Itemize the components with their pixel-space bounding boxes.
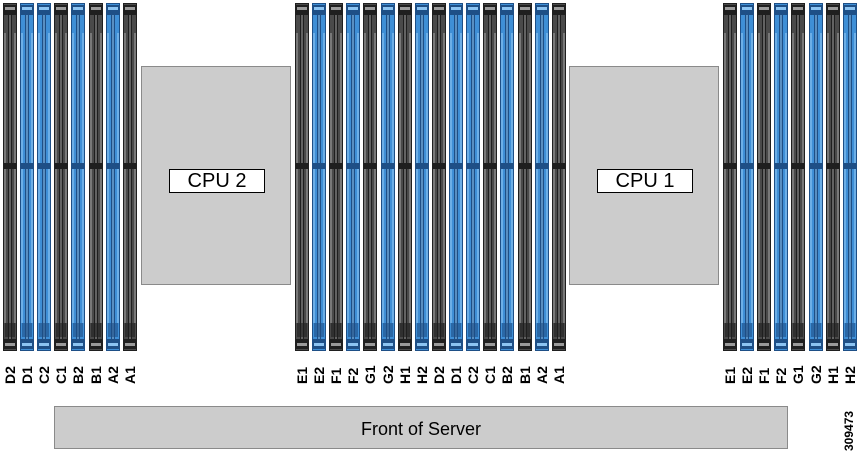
cpu1-dimm-label-a1: A1 [551, 366, 567, 384]
cpu2-dimm-label-a2: A2 [105, 366, 121, 384]
cpu1-dimm-label-c1: C1 [482, 366, 498, 384]
cpu1-label: CPU 1 [597, 169, 693, 193]
cpu2-dimm-label-d1: D1 [19, 366, 35, 384]
cpu1-dimm-slot-c1 [483, 3, 497, 351]
cpu2-dimm-slot-a2 [106, 3, 120, 351]
cpu1-dimm-slot-h2 [843, 3, 857, 351]
cpu2-dimm-slot-d1 [20, 3, 34, 351]
cpu1-dimm-slot-a1 [552, 3, 566, 351]
cpu2-label: CPU 2 [169, 169, 265, 193]
cpu1-dimm-slot-d1 [449, 3, 463, 351]
cpu2-dimm-label-h1: H1 [397, 366, 413, 384]
cpu1-dimm-slot-e1 [723, 3, 737, 351]
cpu1-dimm-label-e2: E2 [739, 366, 755, 384]
cpu2-dimm-label-f2: F2 [345, 367, 361, 384]
cpu1-dimm-slot-a2 [535, 3, 549, 351]
cpu2-dimm-slot-e2 [312, 3, 326, 351]
cpu1-dimm-label-a2: A2 [534, 366, 550, 384]
cpu1-dimm-slot-g2 [809, 3, 823, 351]
figure-number: 309473 [842, 410, 856, 451]
cpu2-dimm-slot-c1 [54, 3, 68, 351]
cpu1-dimm-slot-g1 [791, 3, 805, 351]
cpu2-dimm-label-c1: C1 [53, 366, 69, 384]
cpu1-dimm-slot-e2 [740, 3, 754, 351]
cpu1-dimm-label-h2: H2 [842, 366, 858, 384]
cpu2-dimm-slot-f2 [346, 3, 360, 351]
cpu1-dimm-label-d2: D2 [431, 366, 447, 384]
cpu1-dimm-label-g1: G1 [790, 365, 806, 384]
front-of-server-bar: Front of Server [54, 406, 788, 449]
cpu1-socket: CPU 1 [569, 66, 719, 285]
cpu1-dimm-slot-b2 [500, 3, 514, 351]
cpu2-socket: CPU 2 [141, 66, 291, 285]
cpu2-dimm-slot-h1 [398, 3, 412, 351]
cpu1-dimm-slot-b1 [518, 3, 532, 351]
cpu2-dimm-slot-h2 [415, 3, 429, 351]
cpu2-dimm-slot-e1 [295, 3, 309, 351]
cpu2-dimm-label-a1: A1 [122, 366, 138, 384]
cpu1-dimm-slot-d2 [432, 3, 446, 351]
cpu1-dimm-slot-c2 [466, 3, 480, 351]
cpu2-dimm-label-g2: G2 [380, 365, 396, 384]
cpu2-dimm-slot-g2 [381, 3, 395, 351]
cpu1-dimm-label-b2: B2 [499, 366, 515, 384]
cpu1-dimm-label-g2: G2 [808, 365, 824, 384]
cpu1-dimm-slot-h1 [826, 3, 840, 351]
cpu2-dimm-slot-c2 [37, 3, 51, 351]
cpu2-dimm-label-g1: G1 [362, 365, 378, 384]
cpu2-dimm-slot-a1 [123, 3, 137, 351]
cpu2-dimm-label-b2: B2 [70, 366, 86, 384]
cpu2-dimm-slot-b2 [71, 3, 85, 351]
cpu2-dimm-label-c2: C2 [36, 366, 52, 384]
cpu1-dimm-label-e1: E1 [722, 366, 738, 384]
cpu2-dimm-label-b1: B1 [88, 366, 104, 384]
cpu2-dimm-label-d2: D2 [2, 366, 18, 384]
cpu1-dimm-label-c2: C2 [465, 366, 481, 384]
cpu2-dimm-label-f1: F1 [328, 367, 344, 384]
cpu1-dimm-label-d1: D1 [448, 366, 464, 384]
cpu1-dimm-label-h1: H1 [825, 366, 841, 384]
cpu2-dimm-label-h2: H2 [414, 366, 430, 384]
front-of-server-label: Front of Server [360, 419, 482, 439]
cpu2-dimm-slot-b1 [89, 3, 103, 351]
cpu1-dimm-label-f1: F1 [756, 367, 772, 384]
cpu2-dimm-slot-g1 [363, 3, 377, 351]
cpu2-dimm-slot-d2 [3, 3, 17, 351]
cpu2-dimm-slot-f1 [329, 3, 343, 351]
cpu1-dimm-slot-f1 [757, 3, 771, 351]
cpu1-dimm-label-f2: F2 [773, 367, 789, 384]
cpu2-dimm-label-e1: E1 [294, 366, 310, 384]
cpu1-dimm-slot-f2 [774, 3, 788, 351]
cpu2-dimm-label-e2: E2 [311, 366, 327, 384]
cpu1-dimm-label-b1: B1 [517, 366, 533, 384]
